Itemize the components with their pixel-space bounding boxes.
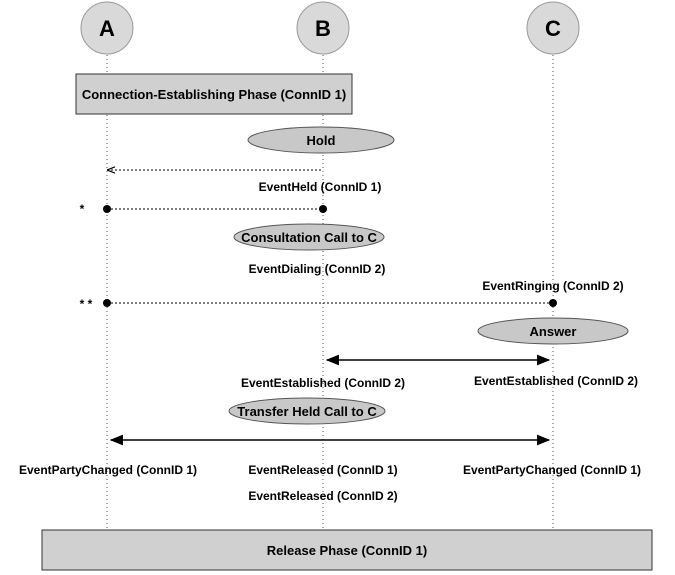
party-a-label: A [99,16,115,41]
single-asterisk-marker: * [80,202,85,216]
release-phase-box: Release Phase (ConnID 1) [41,529,653,571]
ringing-endpoint-a [103,299,111,307]
consultation-call-action: Consultation Call to C [233,223,385,251]
event-dialing-label: EventDialing (ConnID 2) [249,262,386,276]
event-established-c-label: EventEstablished (ConnID 2) [474,374,638,388]
release-phase-label: Release Phase (ConnID 1) [267,543,427,558]
held-call-endpoint-b [319,205,327,213]
party-c: C [526,1,580,55]
transfer-action: Transfer Held Call to C [228,397,386,425]
party-a: A [80,1,134,55]
answer-action-label: Answer [530,324,577,339]
double-asterisk-marker: * * [80,297,93,311]
event-ringing-label: EventRinging (ConnID 2) [482,279,623,293]
event-established-b-label: EventEstablished (ConnID 2) [241,376,405,390]
hold-action-label: Hold [307,133,336,148]
hold-action: Hold [247,126,395,154]
event-party-changed-c-label: EventPartyChanged (ConnID 1) [463,463,641,477]
establishing-phase-box: Connection-Establishing Phase (ConnID 1) [75,73,353,115]
ringing-endpoint-c [549,299,557,307]
held-call-endpoint-a [103,205,111,213]
answer-action: Answer [477,317,629,345]
establishing-phase-label: Connection-Establishing Phase (ConnID 1) [82,87,346,102]
event-party-changed-a-label: EventPartyChanged (ConnID 1) [19,463,197,477]
party-b-label: B [315,16,331,41]
transfer-action-label: Transfer Held Call to C [237,404,377,419]
event-released-b-2-label: EventReleased (ConnID 2) [248,489,397,503]
event-released-b-1-label: EventReleased (ConnID 1) [248,463,397,477]
event-held-label: EventHeld (ConnID 1) [259,180,382,194]
consultation-call-label: Consultation Call to C [241,230,377,245]
party-b: B [296,1,350,55]
party-c-label: C [545,16,561,41]
